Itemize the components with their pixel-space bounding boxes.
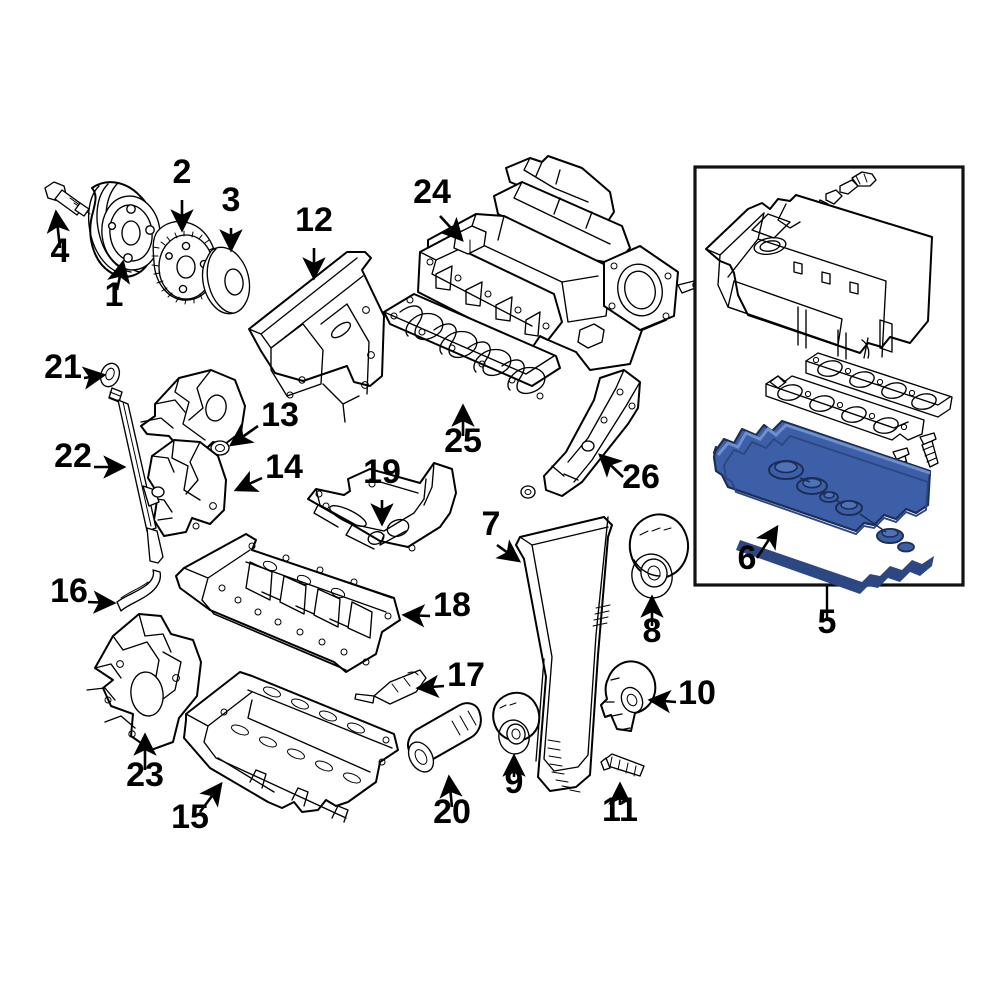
part-timing-belt — [515, 516, 613, 793]
part-crankshaft-pulley — [88, 181, 161, 278]
part-valve-cover — [705, 194, 933, 372]
part-oil-filter — [407, 702, 482, 773]
part-intake-manifold — [417, 155, 704, 371]
callout-number-6: 6 — [738, 539, 757, 577]
part-rear-timing-cover-upper — [140, 369, 246, 456]
callout-number-11: 11 — [602, 791, 638, 829]
part-oil-pan — [183, 671, 399, 823]
callout-number-8: 8 — [643, 612, 662, 650]
part-front-cover-seal — [116, 569, 162, 612]
callout-number-1: 1 — [105, 276, 124, 314]
part-upper-timing-cover — [248, 251, 385, 423]
callout-number-13: 13 — [261, 396, 299, 434]
part-oil-pressure-sensor — [354, 669, 427, 705]
callout-leaders — [46, 200, 829, 813]
part-crankshaft-timing-sprocket — [151, 220, 219, 305]
callout-number-19: 19 — [363, 453, 401, 491]
callout-number-26: 26 — [622, 458, 660, 496]
callout-number-12: 12 — [295, 201, 333, 239]
callout-number-21: 21 — [44, 348, 82, 386]
part-timing-belt-idler-pulley — [628, 513, 689, 599]
callout-number-9: 9 — [505, 763, 524, 801]
callout-number-20: 20 — [433, 793, 471, 831]
part-lower-crankcase-girdle — [175, 533, 401, 673]
callout-number-24: 24 — [413, 173, 451, 211]
part-timing-belt-tensioner-pulley — [492, 691, 541, 755]
callout-number-22: 22 — [54, 437, 92, 475]
callout-number-18: 18 — [433, 586, 471, 624]
part-intake-manifold-support-bracket — [520, 369, 641, 499]
part-valve-cover-gasket-highlighted — [712, 419, 934, 594]
callout-number-25: 25 — [444, 422, 482, 460]
part-tensioner-bolt — [600, 753, 645, 777]
callout-number-10: 10 — [678, 674, 716, 712]
part-timing-belt-tensioner — [600, 660, 657, 732]
part-crankshaft-sprocket-plate — [201, 246, 251, 315]
callout-numbers: 1234567891011121314151617181920212223242… — [44, 153, 836, 836]
callout-number-23: 23 — [126, 756, 164, 794]
callout-number-5: 5 — [818, 603, 837, 641]
callout-number-3: 3 — [222, 181, 241, 219]
part-intake-manifold-gasket — [383, 293, 561, 400]
callout-number-17: 17 — [447, 656, 485, 694]
callout-number-16: 16 — [50, 572, 88, 610]
callout-number-15: 15 — [171, 798, 209, 836]
part-oil-pump-front-cover — [86, 613, 202, 751]
callout-number-14: 14 — [265, 448, 303, 486]
callout-number-7: 7 — [482, 505, 501, 543]
callout-number-4: 4 — [51, 232, 70, 270]
part-spark-plug-tube-gaskets — [765, 352, 953, 441]
callout-number-2: 2 — [173, 153, 192, 191]
part-oil-dipstick — [99, 362, 123, 403]
part-dipstick-tube — [117, 399, 165, 564]
part-crankshaft-pulley-bolt — [44, 181, 91, 217]
